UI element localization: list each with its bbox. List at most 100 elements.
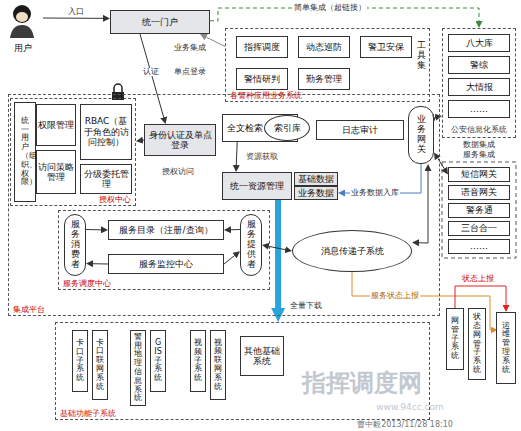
- connector: [419, 171, 428, 243]
- group-region: 八大库警综大情报……公安信息化系统: [442, 28, 516, 138]
- node-text: 勤务管理: [306, 74, 342, 84]
- process-box: 状态网管子系统: [468, 308, 486, 380]
- note-label: 单点登录: [173, 68, 207, 77]
- user-icon: [10, 5, 34, 38]
- user-node: 用户: [3, 3, 43, 53]
- watermark: 曹中毅2013/11/28 18:10: [356, 421, 454, 430]
- connector: [434, 117, 435, 118]
- process-box: 警情研判: [236, 68, 288, 90]
- node-text: 其他基础系统: [242, 346, 282, 367]
- process-box: 勤务管理: [298, 68, 350, 90]
- node-text: 统一用户（组织、权限）: [21, 117, 29, 187]
- node-text: 警用地理信息系统: [134, 333, 142, 403]
- node-text: 状态网管子系统: [473, 313, 481, 375]
- group-region: 统一用户（组织、权限） 权限管理 RBAC（基于角色的访问控制） 访问策略管理分级委托…: [8, 94, 440, 316]
- node-text: RBAC（基于角色的访问控制）: [82, 116, 130, 147]
- node-text: 消息传递子系统: [321, 246, 384, 256]
- oval-node: 业务网关: [408, 106, 434, 164]
- process-box: 卡口子系统: [72, 330, 88, 392]
- process-box: 短信网关: [448, 167, 510, 182]
- edge-label: 入口: [67, 8, 85, 17]
- process-box: 语音网关: [448, 185, 510, 200]
- node-text: 运维管理系统: [502, 322, 510, 375]
- node-text: 服务监控中心: [139, 259, 193, 269]
- process-box: 大情报: [448, 78, 510, 96]
- group-caption: 用户: [3, 43, 43, 53]
- group-caption: 集成平台: [13, 305, 45, 314]
- edge-label: 服务状态上报: [370, 292, 420, 301]
- note-label: 授权访问: [161, 168, 195, 177]
- node-text: 警综: [470, 60, 488, 70]
- node-text: 权限管理: [38, 120, 74, 130]
- process-box: 三台合一: [448, 221, 510, 236]
- connector: [231, 229, 240, 230]
- edge-label: 业务集成: [173, 44, 207, 53]
- process-box: 警综: [448, 56, 510, 74]
- node-text: 视频子系统: [194, 339, 202, 383]
- process-box: 业务数据: [294, 186, 338, 200]
- node-text: 全文检索: [227, 123, 263, 133]
- process-box: 其他基础系统: [240, 336, 284, 376]
- process-box: 警用地理信息系统: [130, 330, 146, 406]
- process-box: 统一门户: [110, 10, 210, 34]
- group-caption: 各警种应用业务系统: [230, 91, 302, 100]
- process-box: 身份认证及单点登录: [144, 124, 216, 156]
- node-text: 业务网关: [417, 115, 426, 155]
- node-text: 大情报: [466, 82, 493, 92]
- process-box: 日志审计: [316, 120, 404, 140]
- group-caption: 公安信息化系统: [443, 125, 515, 134]
- node-text: GIS子系统: [154, 339, 162, 383]
- group-region: 统一用户（组织、权限） 权限管理 RBAC（基于角色的访问控制） 访问策略管理分级委托…: [10, 98, 136, 206]
- process-box: 动态巡防: [298, 36, 350, 58]
- connector: [43, 18, 103, 19]
- node-text: ……: [470, 241, 488, 251]
- process-box: 警务通: [448, 203, 510, 218]
- connector: [438, 158, 445, 168]
- process-box: 警卫安保: [360, 36, 412, 58]
- process-box: 权限管理: [36, 104, 76, 146]
- process-box: 统一资源管理: [222, 172, 292, 200]
- process-box: 服务目录（注册/查询）: [108, 220, 224, 240]
- oval-node: 服务提供者: [240, 214, 262, 276]
- node-text: ……: [470, 104, 488, 114]
- connector: [93, 263, 108, 264]
- group-caption: 基础功能子系统: [60, 409, 116, 418]
- edge-label: 全量下载: [289, 302, 323, 311]
- process-box: RBAC（基于角色的访问控制）: [80, 104, 132, 160]
- connector: [236, 142, 238, 165]
- ellipse-node: 索引库: [264, 115, 310, 141]
- process-box: 分级委托管理: [80, 164, 132, 194]
- process-box: 服务监控中心: [108, 254, 224, 274]
- node-text: 访问策略管理: [38, 162, 74, 183]
- node-text: 警情研判: [244, 74, 280, 84]
- process-box: 统一用户（组织、权限）: [14, 102, 36, 202]
- oval-node: 服务消费者: [64, 214, 86, 276]
- group-caption: 工具集: [417, 41, 426, 71]
- node-text: 索引库: [274, 123, 301, 133]
- edge-label: 业务数据入库: [350, 189, 400, 198]
- process-box: 视频联网系统: [210, 330, 226, 400]
- edge-label: 数据集成: [462, 141, 496, 150]
- node-text: 视频联网系统: [214, 339, 222, 392]
- process-box: ……: [448, 239, 510, 254]
- watermark: www.94cc.com: [375, 403, 445, 413]
- node-text: 警务通: [466, 205, 493, 215]
- process-box: 指挥调度: [236, 36, 288, 58]
- node-text: 服务提供者: [247, 220, 256, 269]
- process-box: GIS子系统: [150, 330, 166, 392]
- edge-label: 状态上报: [461, 275, 495, 284]
- node-text: 统一门户: [142, 17, 178, 27]
- group-caption: 服务调度中心: [63, 279, 111, 288]
- process-box: 访问策略管理: [36, 150, 76, 194]
- group-region: 指挥调度动态巡防警卫安保警情研判 勤务管理 工具集各警种应用业务系统: [225, 28, 430, 102]
- node-text: 日志审计: [342, 125, 378, 135]
- group-region: 服务消费者 服务目录（注册/查询） 服务监控中心 服务提供者服务调度中心: [58, 210, 270, 290]
- node-text: 统一资源管理: [230, 181, 284, 191]
- group-caption: 授权中心: [99, 195, 131, 204]
- edge-label: 简单集成（超链接）: [293, 4, 367, 13]
- connector: [206, 37, 225, 46]
- process-box: 卡口联网系统: [92, 330, 108, 400]
- node-text: 服务目录（注册/查询）: [119, 225, 212, 235]
- process-box: 运维管理系统: [496, 312, 516, 384]
- edge-label: 资源获取: [245, 153, 279, 162]
